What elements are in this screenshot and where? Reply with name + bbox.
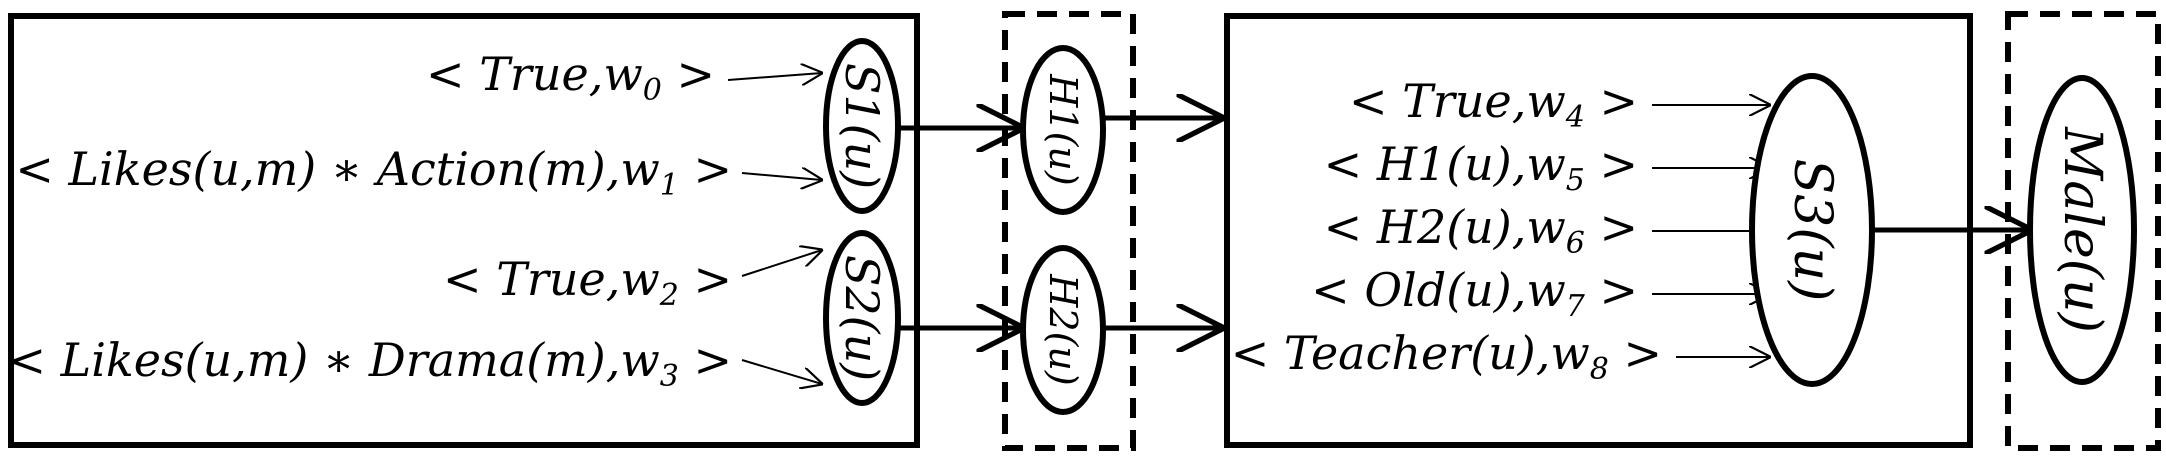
node-s2-label: S2(u) [835,255,889,381]
rule-label-6: < H2(u),w6 > [1324,200,1638,261]
s3-input-arrows [1652,105,1770,357]
rule-label-0: < True,w0 > [426,47,715,108]
s2-input-arrows [741,250,822,384]
node-male-label: Male(u) [2052,126,2112,333]
node-s1-label: S1(u) [835,63,889,189]
node-h2: H2(u) [1020,245,1106,415]
node-s2: S2(u) [823,230,901,406]
rule-label-2: < True,w2 > [443,252,732,313]
node-male: Male(u) [2027,75,2137,385]
rule-label-3: < Likes(u,m) ∗ Drama(m),w3 > [7,333,732,394]
hidden-dashed-box [1002,11,1136,451]
rule-label-7: < Old(u),w7 > [1311,263,1638,324]
rule-label-8: < Teacher(u),w8 > [1231,326,1662,387]
rule-label-5: < H1(u),w5 > [1324,137,1638,198]
node-s1: S1(u) [823,38,901,214]
output-dashed-box [2005,11,2161,451]
rule-label-1: < Likes(u,m) ∗ Action(m),w1 > [15,142,732,203]
node-h2-label: H2(u) [1041,273,1085,385]
node-h1: H1(u) [1020,45,1106,215]
node-h1-label: H1(u) [1041,73,1085,185]
left-solid-box [8,13,920,448]
rule-label-4: < True,w4 > [1349,74,1638,135]
node-s3-label: S3(u) [1782,159,1842,302]
s1-input-arrows [727,73,822,180]
node-s3: S3(u) [1749,73,1875,387]
